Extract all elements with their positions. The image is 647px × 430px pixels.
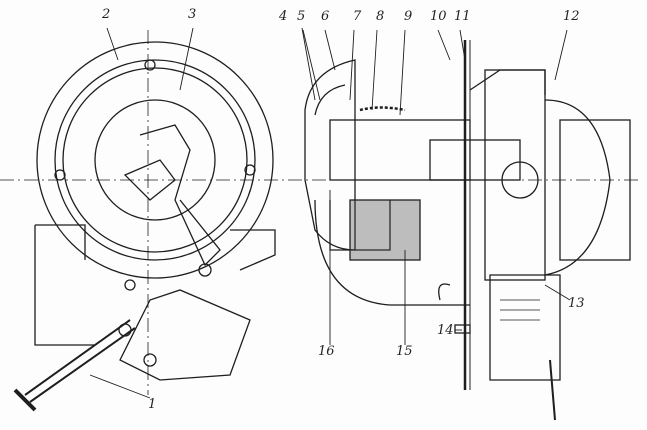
side-section-view xyxy=(304,40,631,421)
label-12: 12 xyxy=(563,9,580,24)
label-13: 13 xyxy=(568,296,585,311)
label-3: 3 xyxy=(188,7,197,22)
label-6: 6 xyxy=(321,9,330,24)
front-view xyxy=(0,30,640,412)
label-7: 7 xyxy=(353,9,362,24)
label-2: 2 xyxy=(102,7,111,22)
label-9: 9 xyxy=(404,9,413,24)
leader-lines xyxy=(89,27,571,399)
label-10: 10 xyxy=(430,9,447,24)
label-4: 4 xyxy=(279,9,288,24)
label-1: 1 xyxy=(148,397,157,412)
label-11: 11 xyxy=(454,9,471,24)
label-15: 15 xyxy=(396,344,413,359)
label-8: 8 xyxy=(376,9,385,24)
label-5: 5 xyxy=(297,9,306,24)
label-16: 16 xyxy=(318,344,335,359)
label-14: 14 xyxy=(437,323,454,338)
